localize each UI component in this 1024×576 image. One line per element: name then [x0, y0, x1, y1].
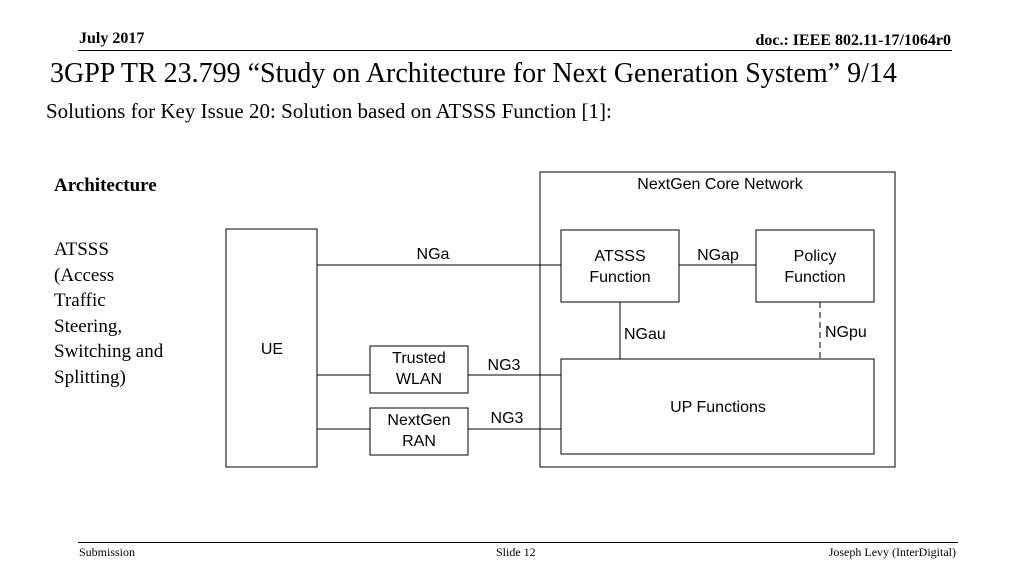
- atsss-function-label-line1: ATSSS: [594, 248, 645, 265]
- nextgen-ran-label-line1: NextGen: [387, 412, 450, 429]
- policy-function-box: [755, 229, 875, 303]
- slide-subtitle: Solutions for Key Issue 20: Solution bas…: [46, 99, 612, 123]
- trusted-wlan-label-line1: Trusted: [392, 350, 446, 367]
- atsss-function-box: [560, 229, 680, 303]
- up-functions-label: UP Functions: [670, 399, 766, 416]
- footer-slide-number: Slide 12: [496, 545, 536, 559]
- trusted-wlan-label-line2: WLAN: [396, 371, 442, 388]
- policy-function-label-line1: Policy: [794, 248, 837, 265]
- ue-label: UE: [261, 341, 283, 358]
- atsss-function-label-line2: Function: [589, 269, 650, 286]
- nga-label: NGa: [417, 246, 450, 263]
- footer-author: Joseph Levy (InterDigital): [828, 545, 956, 559]
- footer-divider: [78, 542, 958, 543]
- slide-title: 3GPP TR 23.799 “Study on Architecture fo…: [50, 58, 897, 89]
- architecture-line: Steering,: [54, 315, 123, 337]
- architecture-line: Traffic: [54, 290, 106, 311]
- header-date: July 2017: [79, 30, 145, 47]
- ng3-wlan-label: NG3: [488, 357, 521, 374]
- policy-function-label-line2: Function: [784, 269, 845, 286]
- header-doc-id: doc.: IEEE 802.11-17/1064r0: [755, 32, 951, 49]
- ngau-label: NGau: [624, 326, 666, 343]
- ng3-ran-label: NG3: [491, 410, 524, 427]
- footer-submission: Submission: [79, 545, 136, 559]
- core-network-box: [539, 171, 896, 468]
- ue-box: [225, 228, 318, 468]
- architecture-description: ATSSS (Access Traffic Steering, Switchin…: [54, 237, 194, 390]
- architecture-line: Switching and: [54, 341, 164, 362]
- architecture-line: ATSSS: [54, 239, 109, 260]
- header-divider: [78, 50, 952, 51]
- architecture-line: Splitting): [54, 366, 126, 388]
- trusted-wlan-box: [369, 345, 469, 394]
- core-network-label: NextGen Core Network: [637, 176, 803, 193]
- ngpu-label: NGpu: [825, 324, 867, 341]
- ngap-label: NGap: [697, 247, 739, 264]
- architecture-heading: Architecture: [54, 175, 157, 196]
- nextgen-ran-box: [369, 407, 469, 456]
- architecture-line: (Access: [54, 264, 115, 286]
- up-functions-box: [560, 358, 875, 455]
- nextgen-ran-label-line2: RAN: [402, 433, 436, 450]
